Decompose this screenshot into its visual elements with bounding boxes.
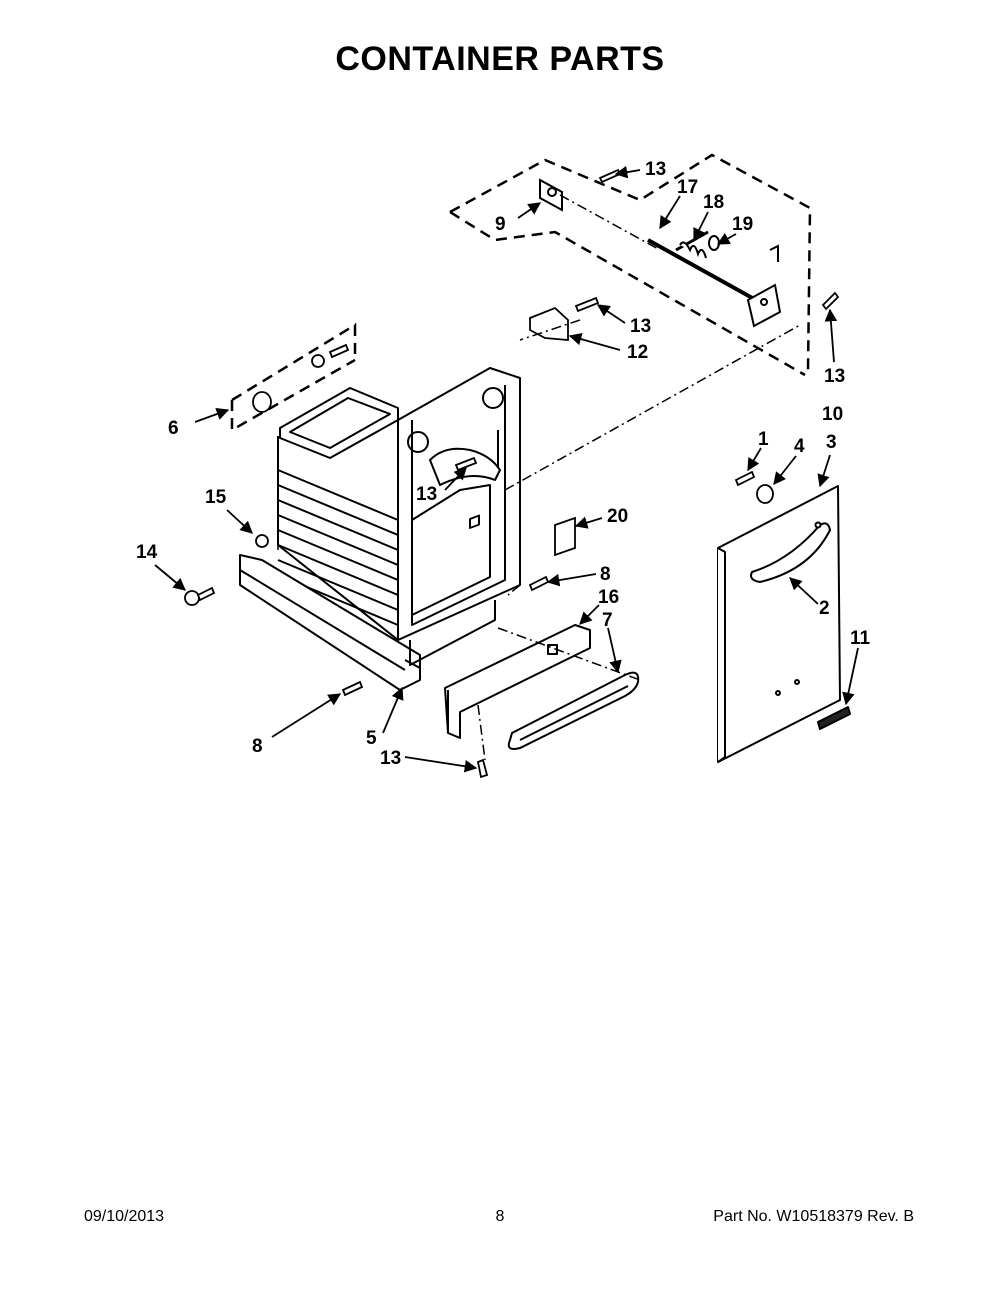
- footer-date: 09/10/2013: [84, 1208, 165, 1225]
- callout-14: 14: [136, 542, 158, 563]
- callout-1: 1: [758, 429, 769, 450]
- dashed-group-outlines: [230, 153, 812, 433]
- callout-3: 3: [826, 432, 837, 453]
- hardware-parts: [184, 168, 840, 779]
- callout-8-right: 8: [600, 564, 611, 585]
- latch-assembly: [539, 178, 782, 328]
- callout-11: 11: [850, 628, 871, 649]
- door-panel-3: [717, 485, 851, 763]
- handle-7: [507, 671, 640, 750]
- latch-group-outline: [449, 153, 812, 371]
- callout-17: 17: [677, 177, 698, 198]
- footer-part-number: Part No. W10518379 Rev. B: [713, 1208, 914, 1225]
- callout-18: 18: [703, 192, 724, 213]
- callout-4: 4: [794, 436, 805, 457]
- callout-8-left: 8: [252, 736, 263, 757]
- callout-13-right: 13: [824, 366, 845, 387]
- leader-arrows: [154, 165, 859, 773]
- callout-7: 7: [602, 610, 613, 631]
- callout-16: 16: [598, 587, 619, 608]
- callout-20: 20: [607, 506, 628, 527]
- page-title: CONTAINER PARTS: [335, 40, 665, 78]
- callout-10: 10: [822, 404, 843, 425]
- callout-6: 6: [168, 418, 179, 439]
- front-plate: [444, 514, 591, 739]
- callout-5: 5: [366, 728, 377, 749]
- callout-13-bottom: 13: [380, 748, 401, 769]
- footer-page-number: 8: [495, 1208, 505, 1225]
- callout-13-top: 13: [645, 159, 666, 180]
- callout-13-bracket: 13: [630, 316, 651, 337]
- callout-15: 15: [205, 487, 227, 508]
- callout-19: 19: [732, 214, 753, 235]
- callout-labels: 13 9 17 18 19 13 12 13 10 6 1 4 3 13 15 …: [136, 159, 871, 769]
- callout-2: 2: [819, 598, 830, 619]
- callout-13-middle: 13: [416, 484, 437, 505]
- container-body: [239, 367, 521, 691]
- callout-12: 12: [627, 342, 648, 363]
- callout-9: 9: [495, 214, 506, 235]
